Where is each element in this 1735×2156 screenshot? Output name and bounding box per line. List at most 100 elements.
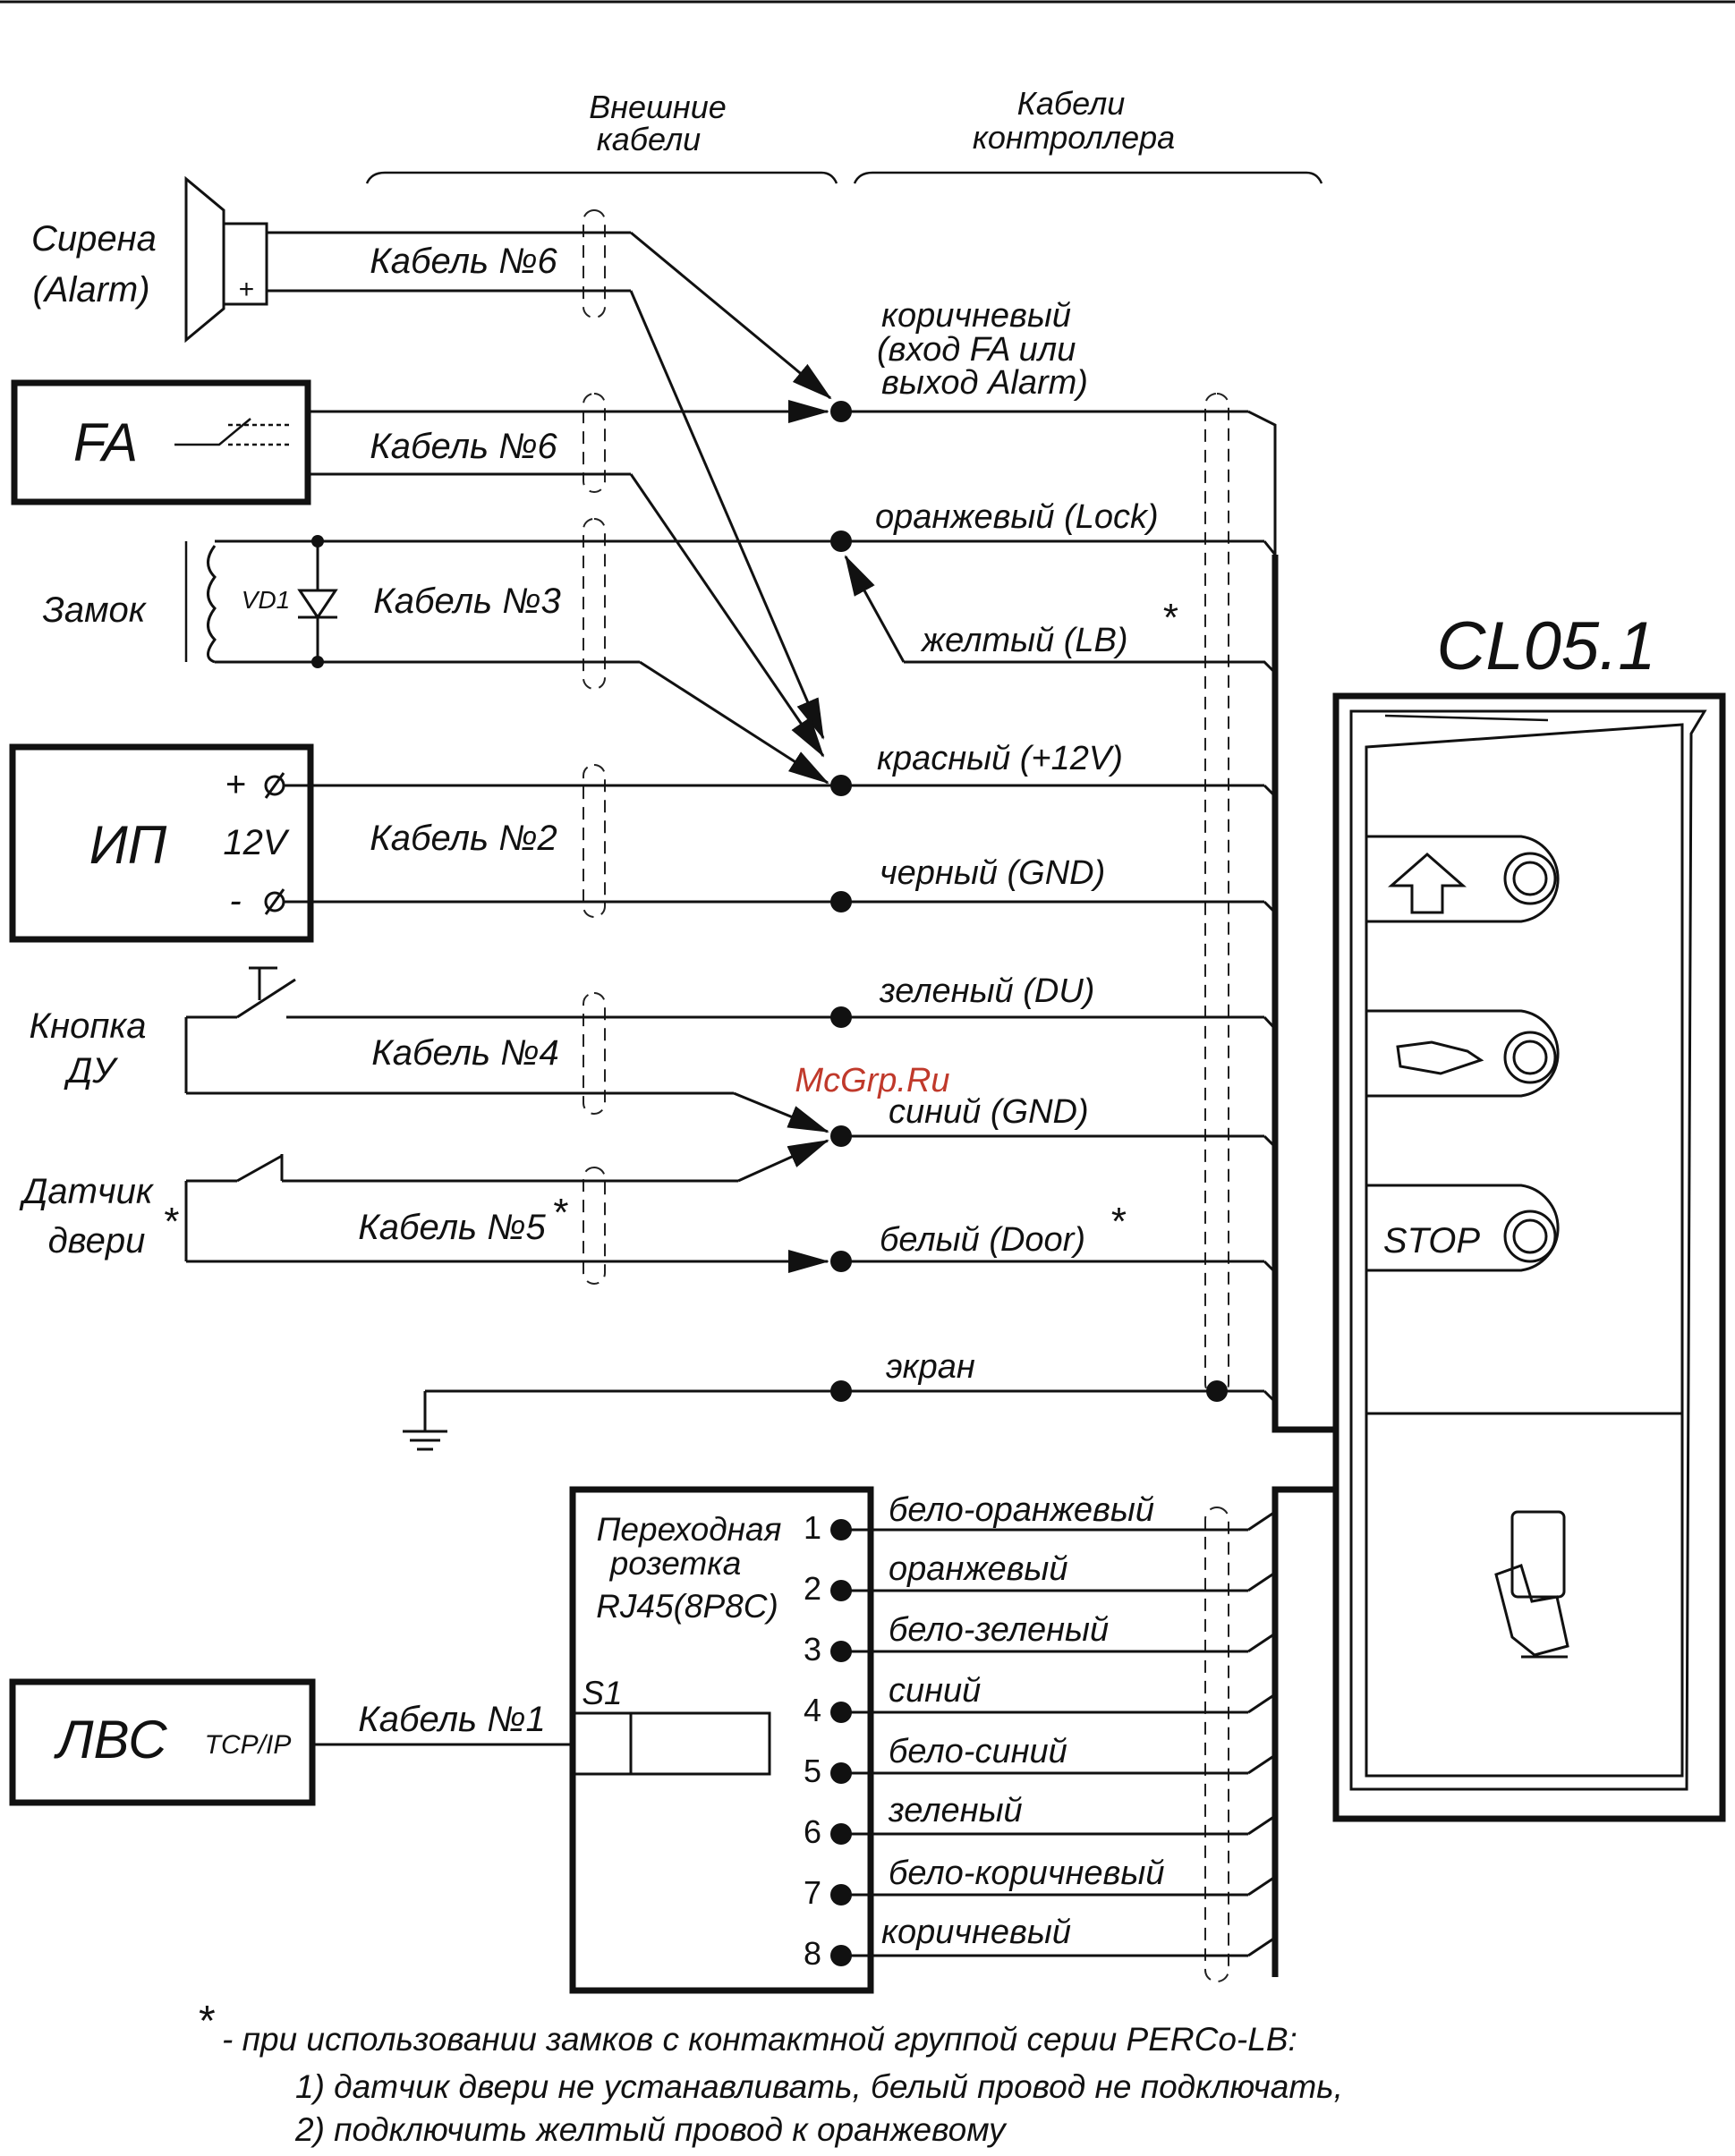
svg-text:бело-синий: бело-синий — [889, 1733, 1067, 1770]
svg-text:*: * — [197, 1998, 215, 2045]
controller-cable-sheaths — [1204, 393, 1229, 1982]
svg-text:2) подключить желтый провод к: 2) подключить желтый провод к оранжевому — [294, 2111, 1008, 2148]
svg-text:Кабель №1: Кабель №1 — [358, 1700, 546, 1739]
svg-text:белый (Door): белый (Door) — [880, 1221, 1085, 1259]
card-reader-icon — [1494, 1510, 1569, 1659]
brand-logo — [1384, 714, 1549, 722]
svg-text:коричневый: коричневый — [881, 1914, 1071, 1951]
psu-cable: Кабель №2 — [284, 784, 1264, 904]
siren: + Сирена (Alarm) — [31, 175, 268, 344]
fa-cable: Кабель №6 — [308, 400, 829, 758]
svg-text:Внешние: Внешние — [589, 89, 727, 125]
stop-button: STOP — [1366, 1184, 1560, 1272]
controller-wires — [841, 410, 1336, 1977]
svg-text:контроллера: контроллера — [973, 119, 1175, 156]
svg-text:Кабель №4: Кабель №4 — [371, 1033, 559, 1073]
svg-text:1: 1 — [804, 1509, 821, 1546]
ground-symbol — [403, 1391, 447, 1451]
siren-cable: Кабель №6 — [267, 231, 832, 740]
svg-text:розетка: розетка — [609, 1545, 742, 1582]
svg-text:6: 6 — [804, 1813, 821, 1850]
lan-device: ЛВС TCP/IP — [9, 1678, 316, 1806]
lan-cable: Кабель №1 — [312, 1700, 573, 1746]
svg-text:+: + — [225, 765, 245, 804]
rj45-pin-7: 7 бело-коричневый — [804, 1855, 1276, 1911]
svg-text:двери: двери — [48, 1221, 146, 1260]
stop-label: STOP — [1383, 1221, 1481, 1260]
rj45-pin-8: 8 коричневый — [804, 1914, 1276, 1972]
door-cable: Кабель №5 * — [186, 1191, 829, 1273]
svg-text:Сирена: Сирена — [31, 219, 157, 259]
svg-text:Переходная: Переходная — [597, 1511, 782, 1548]
rj45-pin-5: 5 бело-синий — [804, 1733, 1276, 1789]
svg-text:экран: экран — [886, 1348, 975, 1386]
svg-text:синий: синий — [889, 1672, 981, 1710]
controller-cl051: CL05.1 STOP — [1332, 608, 1726, 1822]
svg-text:Кабель №6: Кабель №6 — [370, 427, 557, 466]
rj45-pins: 1 бело-оранжевый 2 оранжевый 3 бело-зеле… — [804, 1491, 1276, 1972]
svg-text:3: 3 — [804, 1631, 821, 1668]
svg-text:2: 2 — [804, 1570, 821, 1607]
svg-text:8: 8 — [804, 1935, 821, 1972]
svg-text:1) датчик двери не устанавлива: 1) датчик двери не устанавливать, белый … — [295, 2068, 1343, 2105]
svg-text:Кабель №3: Кабель №3 — [373, 581, 561, 621]
svg-text:*: * — [1161, 596, 1178, 640]
svg-text:Датчик: Датчик — [19, 1172, 155, 1211]
svg-text:(Alarm): (Alarm) — [32, 270, 149, 310]
remote-button-device: Кнопка ДУ — [30, 966, 304, 1093]
svg-text:*: * — [551, 1191, 568, 1235]
svg-text:кабели: кабели — [597, 121, 701, 157]
svg-text:ДУ: ДУ — [64, 1051, 118, 1091]
svg-text:*: * — [1110, 1200, 1127, 1244]
svg-text:Замок: Замок — [42, 590, 147, 630]
svg-text:выход Alarm): выход Alarm) — [881, 364, 1088, 402]
handshake-button — [1366, 1009, 1560, 1098]
rj45-pin-1: 1 бело-оранжевый — [804, 1491, 1276, 1546]
lock-cable: Кабель №3 — [318, 539, 1264, 785]
svg-text:Кабель №6: Кабель №6 — [370, 242, 557, 281]
svg-text:бело-оранжевый: бело-оранжевый — [889, 1491, 1154, 1529]
svg-text:5: 5 — [804, 1753, 821, 1789]
rj45-pin-3: 3 бело-зеленый — [804, 1611, 1276, 1668]
svg-text:(вход FA или: (вход FA или — [877, 331, 1076, 369]
svg-text:Кабели: Кабели — [1017, 85, 1126, 122]
svg-text:оранжевый: оранжевый — [889, 1550, 1068, 1588]
svg-text:бело-зеленый: бело-зеленый — [889, 1611, 1109, 1649]
watermark: McGrp.Ru — [795, 1062, 949, 1099]
svg-text:оранжевый (Lock): оранжевый (Lock) — [875, 498, 1159, 536]
controller-terminal-dots — [830, 401, 852, 1402]
psu-device: ИП + 12V - — [9, 743, 314, 943]
svg-text:зеленый (DU): зеленый (DU) — [879, 972, 1094, 1010]
svg-text:Кнопка: Кнопка — [30, 1006, 147, 1046]
svg-text:черный (GND): черный (GND) — [880, 854, 1105, 892]
header-external-cables: Внешние кабели — [365, 89, 838, 184]
svg-text:коричневый: коричневый — [881, 297, 1071, 335]
svg-text:TCP/IP: TCP/IP — [205, 1730, 292, 1760]
controller-title: CL05.1 — [1436, 608, 1655, 684]
fa-device: FA — [11, 379, 311, 505]
svg-text:VD1: VD1 — [242, 586, 290, 614]
rj45-socket: Переходная розетка RJ45(8P8C) S1 — [569, 1486, 874, 1994]
arrow-up-icon — [1388, 853, 1467, 914]
svg-text:Кабель №2: Кабель №2 — [370, 819, 557, 858]
svg-text:7: 7 — [804, 1874, 821, 1911]
handshake-icon — [1396, 1040, 1484, 1075]
header-controller-cables: Кабели контроллера — [853, 85, 1323, 184]
svg-text:RJ45(8P8C): RJ45(8P8C) — [596, 1588, 778, 1625]
footnote: * - при использовании замков с контактно… — [197, 1998, 1343, 2148]
svg-text:ИП: ИП — [89, 815, 167, 875]
wire-labels: коричневый (вход FA или выход Alarm) ора… — [875, 297, 1178, 1386]
lock-device: Замок VD1 — [42, 535, 338, 668]
button-cable: Кабель №4 — [186, 1015, 1264, 1133]
rj45-pin-6: 6 зеленый — [804, 1792, 1276, 1850]
external-cable-sheaths — [583, 209, 606, 1285]
rj45-pin-4: 4 синий — [804, 1672, 1276, 1728]
svg-text:S1: S1 — [582, 1675, 622, 1711]
rj45-pin-2: 2 оранжевый — [804, 1550, 1276, 1607]
svg-text:12V: 12V — [223, 823, 289, 862]
svg-text:-: - — [229, 881, 241, 921]
svg-text:- при использовании замков с к: - при использовании замков с контактной … — [222, 2021, 1297, 2058]
svg-text:4: 4 — [804, 1692, 821, 1728]
svg-text:синий (GND): синий (GND) — [889, 1093, 1089, 1131]
